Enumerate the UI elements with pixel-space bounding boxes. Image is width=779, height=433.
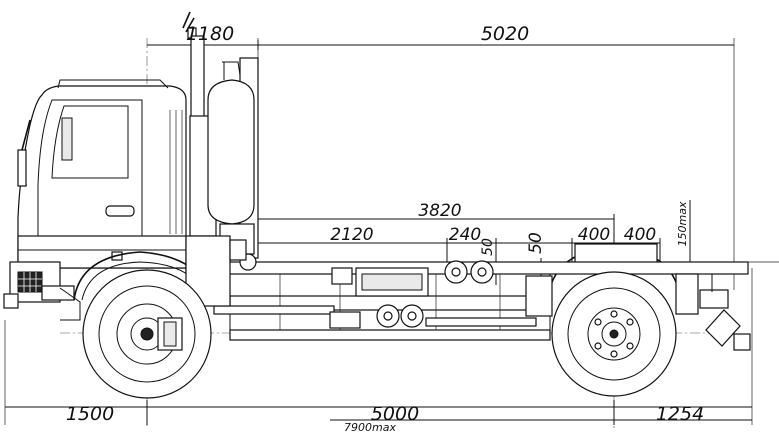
dim-top-rear: 5020 [481,23,529,45]
dim-rear-400a: 400 [578,225,610,245]
dim-frame-total: 3820 [418,201,461,221]
dim-bottom-rear: 1254 [656,403,704,425]
front-wheel [82,269,212,399]
rear-tow-hitch [699,274,751,351]
cab [17,79,187,269]
dim-bottom-wheelbase: 5000 [371,403,419,425]
dimension-labels: 1180 5020 3820 2120 240 50 50 400 400 15… [66,23,704,433]
front-bumper [3,261,81,321]
dim-frame-50a: 50 [480,238,496,256]
dim-frame-50b: 50 [526,232,546,254]
dim-rear-150max: 150max [676,201,689,246]
dim-bottom-front: 1500 [66,403,114,425]
dim-frame-front: 2120 [330,225,373,245]
air-tank-vertical [207,57,259,259]
dim-rear-400b: 400 [624,225,656,245]
dim-bottom-total: 7900max [344,421,396,433]
air-reservoirs [376,260,494,328]
rear-wheel [551,271,677,397]
drive-shaft [213,305,537,329]
dim-frame-240: 240 [449,225,481,245]
battery-box [331,267,429,297]
dim-top-cab: 1180 [186,23,234,45]
dimension-lines [5,40,752,425]
rear-suspension [525,273,699,317]
